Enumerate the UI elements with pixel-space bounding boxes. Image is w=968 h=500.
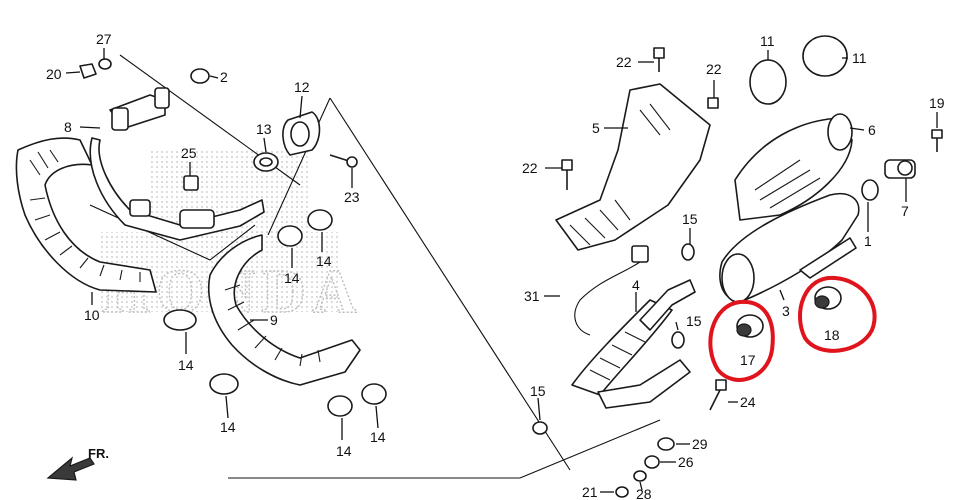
grommet-17 — [736, 314, 764, 338]
callout-15-b: 15 — [686, 313, 702, 329]
front-direction-arrow: FR. — [46, 446, 109, 481]
callout-20: 20 — [46, 66, 62, 82]
bracket-12 — [282, 111, 321, 156]
callout-14-b: 14 — [220, 419, 236, 435]
callout-18: 18 — [824, 327, 840, 343]
callout-29: 29 — [692, 436, 708, 452]
callout-14-e: 14 — [336, 443, 352, 459]
callout-26: 26 — [678, 454, 694, 470]
gasket-2 — [190, 68, 210, 84]
callout-13: 13 — [256, 121, 272, 137]
callout-14-f: 14 — [370, 429, 386, 445]
callout-10: 10 — [84, 307, 100, 323]
bolt-20 — [79, 63, 97, 79]
callout-3: 3 — [782, 303, 790, 319]
catalyst-pipe-4 — [571, 279, 696, 409]
callout-24: 24 — [740, 394, 756, 410]
callout-17: 17 — [740, 352, 756, 368]
bolt-24 — [709, 379, 727, 411]
heat-shield-5 — [555, 83, 711, 251]
callout-28: 28 — [636, 486, 652, 500]
front-direction-label: FR. — [88, 446, 109, 461]
bolts-22 — [561, 47, 719, 190]
washers-29-26-28 — [615, 437, 675, 498]
gaskets-15 — [532, 243, 695, 435]
callout-14-a: 14 — [178, 357, 194, 373]
highlight-circle-17 — [708, 299, 775, 382]
callout-22-a: 22 — [616, 54, 632, 70]
leader-lines — [65, 48, 938, 493]
bolt-19 — [931, 129, 943, 152]
callout-9: 9 — [270, 312, 278, 328]
catalyst-6 — [734, 113, 853, 221]
sensor-7 — [884, 159, 916, 179]
exhaust-pipe-assembly — [89, 87, 265, 241]
callout-14-c: 14 — [284, 270, 300, 286]
bolt-23 — [329, 154, 358, 168]
callout-11-b: 11 — [852, 50, 867, 66]
callout-23: 23 — [344, 189, 360, 205]
exhaust-pipe-lower — [208, 234, 361, 386]
callout-19: 19 — [929, 95, 945, 111]
oxygen-sensor-31 — [574, 245, 649, 336]
callout-27: 27 — [96, 31, 112, 47]
callout-labels: 27 20 2 8 25 13 12 23 10 9 14 14 14 14 1… — [46, 31, 945, 500]
callout-6: 6 — [868, 122, 876, 138]
callout-15-a: 15 — [682, 211, 698, 227]
callout-22-c: 22 — [522, 160, 538, 176]
callout-2: 2 — [220, 69, 228, 85]
heat-shield-left — [15, 137, 157, 293]
assembly-frame-lines — [89, 54, 661, 479]
muffler-3 — [719, 193, 860, 303]
callout-4: 4 — [632, 277, 640, 293]
callout-14-d: 14 — [316, 253, 332, 269]
callout-25: 25 — [181, 145, 197, 161]
callout-12: 12 — [294, 79, 310, 95]
callout-5: 5 — [592, 120, 600, 136]
grommet-18 — [814, 286, 842, 310]
bands-11 — [749, 35, 848, 105]
callout-1: 1 — [864, 233, 872, 249]
callout-11-a: 11 — [760, 33, 775, 49]
gasket-13 — [253, 152, 279, 172]
stud-25 — [183, 175, 199, 191]
callout-8: 8 — [64, 119, 72, 135]
washer-27 — [98, 58, 112, 70]
clamps-14 — [163, 209, 387, 417]
highlight-circle-18 — [798, 275, 877, 353]
callout-21: 21 — [582, 484, 598, 500]
callout-31: 31 — [524, 288, 540, 304]
callout-22-b: 22 — [706, 61, 722, 77]
gasket-1 — [861, 179, 879, 201]
callout-15-c: 15 — [530, 383, 546, 399]
callout-7: 7 — [901, 203, 909, 219]
